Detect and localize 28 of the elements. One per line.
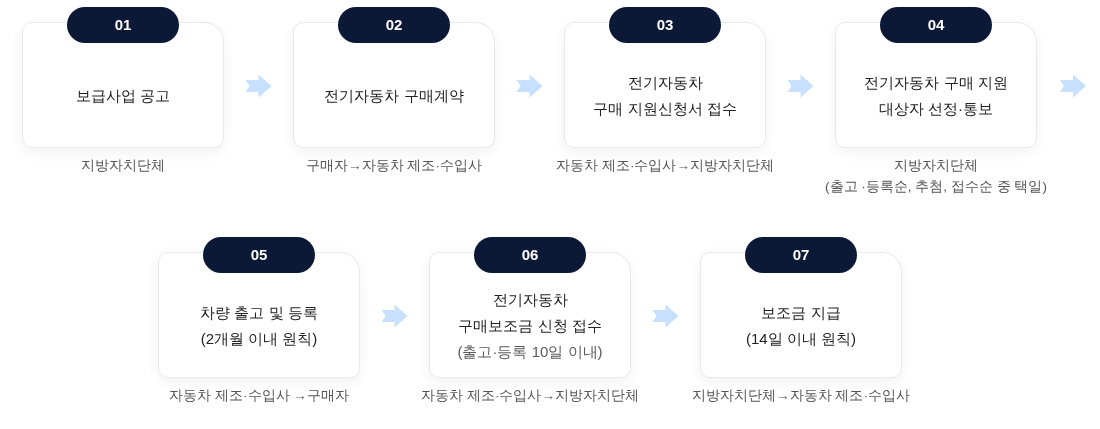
number-badge: 05: [203, 237, 315, 273]
caption-text: 자동차 제조·수입사 →구매자: [169, 387, 349, 405]
arrow: [245, 74, 272, 98]
arrow: [381, 304, 408, 328]
number-badge: 02: [338, 7, 450, 43]
arrow: [787, 74, 814, 98]
arrow: [516, 74, 543, 98]
step-text: 전기자동차 구매 지원신청서 접수: [593, 72, 737, 119]
caption-text: 자동차 제조·수입사→지방자치단체: [421, 387, 639, 405]
step-text: 전기자동차 구매계약: [324, 85, 464, 106]
step-text: 차량 출고 및 등록 (2개월 이내 원칙): [200, 302, 318, 349]
step-text: 전기자동차 구매 지원 대상자 선정·통보: [864, 72, 1008, 119]
number-badge: 03: [609, 7, 721, 43]
caption-text: 지방자치단체→자동차 제조·수입사: [692, 387, 910, 405]
note-text: (출고·등록 10일 이내): [457, 341, 603, 362]
number-badge: 04: [880, 7, 992, 43]
caption-text: 지방자치단체: [81, 157, 165, 175]
step-text: 보급사업 공고: [75, 85, 171, 106]
caption-text: 지방자치단체 (출고 ·등록순, 추첨, 접수순 중 택일): [825, 157, 1047, 196]
number-badge: 06: [474, 237, 586, 273]
step-text: 보조금 지급 (14일 이내 원칙): [746, 302, 856, 349]
number-badge: 01: [67, 7, 179, 43]
caption-text: 자동차 제조·수입사→지방자치단체: [556, 157, 774, 175]
step-text: 전기자동차 구매보조금 신청 접수: [458, 289, 602, 336]
arrow: [652, 304, 679, 328]
caption-text: 구매자→자동차 제조·수입사: [306, 157, 482, 175]
number-badge: 07: [745, 237, 857, 273]
arrow: [1060, 74, 1086, 98]
